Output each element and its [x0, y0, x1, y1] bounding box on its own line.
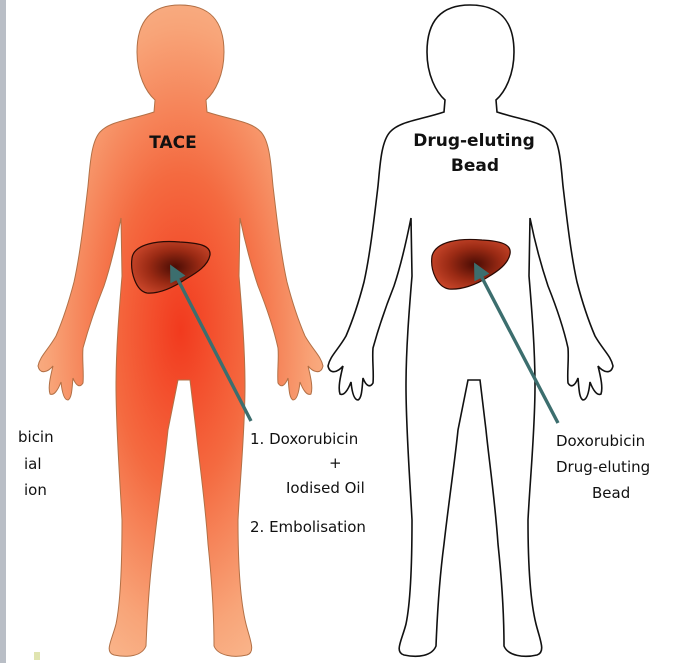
- left-callout-line1: 1. Doxorubicin: [250, 432, 358, 447]
- scanner-mark: [34, 652, 40, 660]
- cropped-left-text-line2: ial: [24, 457, 42, 472]
- left-figure-title: TACE: [128, 135, 218, 152]
- right-figure-title-line2: Bead: [430, 158, 520, 175]
- right-figure-title-line1: Drug-eluting: [404, 133, 544, 150]
- right-body-silhouette: [328, 5, 613, 656]
- cropped-left-text-line3: ion: [24, 483, 47, 498]
- right-callout-line2: Drug-eluting: [556, 460, 650, 475]
- cropped-left-text-line1: bicin: [18, 430, 54, 445]
- left-human-figure: [38, 5, 323, 656]
- right-human-figure: [328, 5, 613, 656]
- left-callout-line4: 2. Embolisation: [250, 520, 366, 535]
- right-callout-line3: Bead: [592, 486, 630, 501]
- left-body-silhouette: [38, 5, 323, 656]
- left-callout-plus: +: [329, 456, 342, 471]
- right-callout-line1: Doxorubicin: [556, 434, 645, 449]
- left-callout-line3: Iodised Oil: [286, 481, 365, 496]
